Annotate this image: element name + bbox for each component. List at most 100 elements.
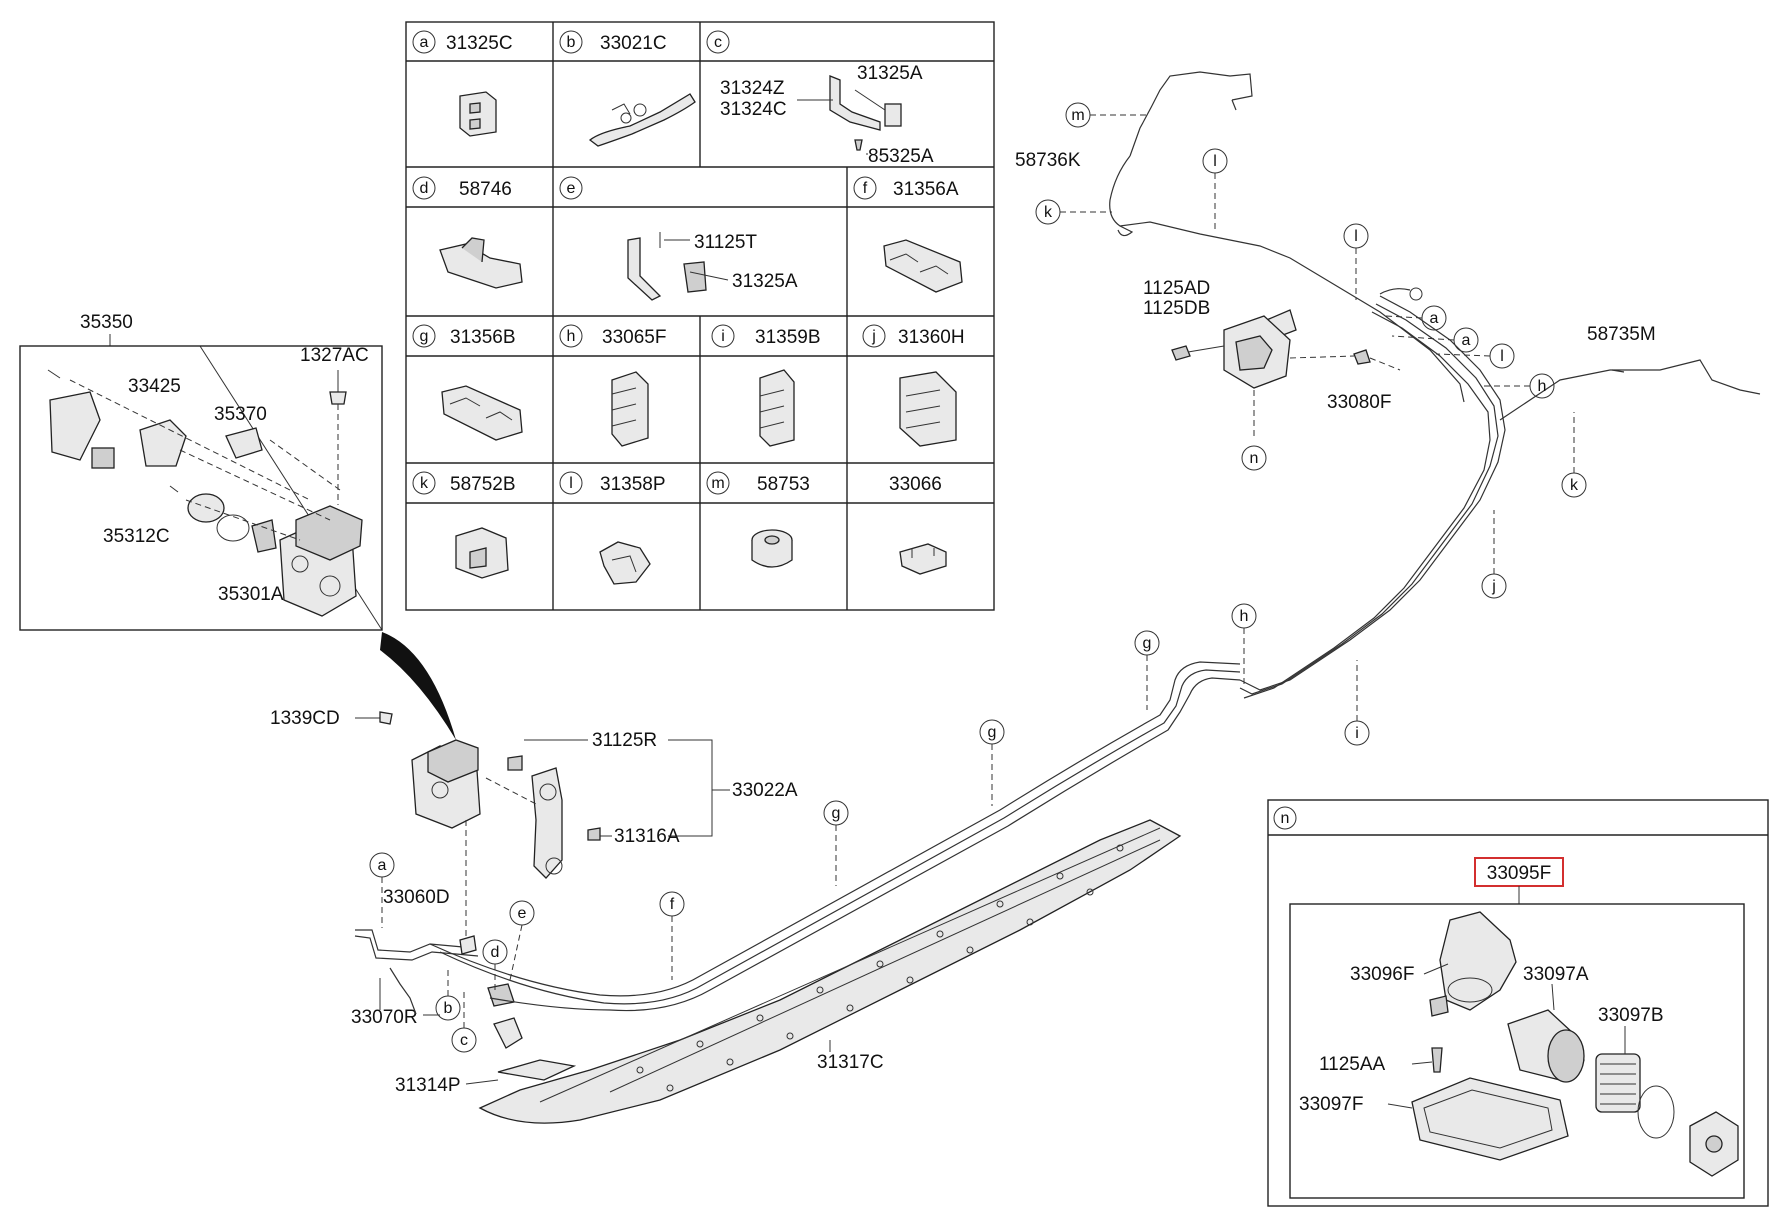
cell-letter: m (711, 475, 724, 492)
part-label-1339CD: 1339CD (270, 708, 340, 729)
cell-letter: e (567, 180, 576, 197)
clip-58752B-drawing (455, 527, 509, 579)
part-label-31325A-e: 31325A (732, 271, 798, 292)
cell-e: e (559, 176, 583, 200)
clip-reference-grid: a 31325C b 33021C c d 58746 e f 31356A (405, 21, 995, 611)
cell-part-number: 31325C (446, 33, 513, 54)
callout-a-right-2: a (1391, 327, 1479, 353)
callout-j: j (1481, 510, 1507, 599)
callout-a-right: a (1385, 305, 1447, 331)
filter-box-letter: n (1281, 810, 1290, 827)
part-label-33080F: 33080F (1327, 392, 1391, 413)
cell-part-number: 33065F (602, 327, 666, 348)
part-label-58736K: 58736K (1015, 150, 1081, 171)
callout-d-left: d (482, 939, 508, 990)
cell-part-number: 31356B (450, 327, 516, 348)
callout-n: n (1241, 445, 1267, 471)
valve-box-title: 35350 (80, 312, 133, 333)
cell-part-number: 58746 (459, 179, 512, 200)
clip-e-drawing (627, 232, 729, 301)
callout-l-right: l (1435, 343, 1515, 369)
part-label-33070R: 33070R (351, 1007, 418, 1028)
pointer-arrow (380, 632, 456, 740)
part-label-85325A: 85325A (868, 146, 934, 167)
cell-h: h 33065F (559, 324, 666, 348)
svg-text:a: a (378, 857, 387, 874)
svg-text:g: g (988, 724, 997, 741)
part-label-1327AC: 1327AC (300, 345, 369, 366)
upper-right-assembly: 58736K 58735M 1125AD 1125DB 33080F (1015, 71, 1761, 699)
svg-text:l: l (1354, 228, 1358, 245)
part-label-31324C: 31324C (720, 99, 787, 120)
cell-letter: k (420, 475, 429, 492)
proportioning-valve-box: 35350 33425 35370 35312C 35301A (19, 312, 383, 631)
part-label-35370: 35370 (214, 404, 267, 425)
callout-g-3: g (1134, 630, 1160, 710)
part-label-31125T: 31125T (694, 232, 757, 253)
callout-m: m (1065, 102, 1150, 128)
clip-31360H-drawing (899, 371, 957, 447)
cell-letter: d (420, 180, 429, 197)
part-label-35301A: 35301A (218, 584, 284, 605)
clip-58746-drawing (439, 237, 523, 289)
cell-part-number: 31358P (600, 474, 666, 495)
part-label-31325A: 31325A (857, 63, 923, 84)
cell-part-number: 58752B (450, 474, 516, 495)
callout-l-mid: l (1343, 223, 1369, 300)
cell-f: f 31356A (853, 176, 959, 200)
clip-33021C-drawing (588, 93, 696, 147)
callout-a-left: a (369, 852, 395, 928)
svg-text:a: a (1462, 332, 1471, 349)
fuel-filter-box: n 33095F 33096F 33097A 33097B 1125AA 330… (1267, 799, 1769, 1207)
clip-31356B-drawing (441, 385, 523, 441)
part-label-33022A: 33022A (732, 780, 798, 801)
svg-text:k: k (1044, 204, 1053, 221)
svg-text:l: l (1213, 153, 1217, 170)
cell-letter: i (721, 328, 725, 345)
svg-text:l: l (1500, 348, 1504, 365)
assembly-part-number: 33095F (1487, 863, 1551, 884)
callout-c-left: c (451, 990, 477, 1053)
part-label-1125AA: 1125AA (1319, 1054, 1386, 1075)
svg-text:e: e (518, 905, 527, 922)
clip-c-drawing (797, 75, 902, 155)
svg-text:d: d (491, 944, 500, 961)
cell-d: d 58746 (412, 176, 512, 200)
cell-letter: b (567, 34, 576, 51)
clip-31358P-drawing (599, 541, 651, 585)
callout-e-left: e (509, 900, 535, 981)
cell-letter: l (569, 475, 573, 492)
cell-part-number: 33021C (600, 33, 667, 54)
cell-letter: h (567, 328, 576, 345)
callout-k-right: k (1561, 412, 1587, 498)
cell-m: m 58753 (706, 471, 810, 495)
svg-text:f: f (670, 896, 675, 913)
part-label-31324Z: 31324Z (720, 78, 785, 99)
clip-58753-drawing (751, 529, 793, 568)
cell-k: k 58752B (412, 471, 516, 495)
cell-letter: g (420, 328, 429, 345)
cell-letter: c (714, 34, 722, 51)
part-label-58735M: 58735M (1587, 324, 1656, 345)
svg-text:h: h (1538, 378, 1547, 395)
svg-text:n: n (1250, 450, 1259, 467)
svg-text:h: h (1240, 608, 1249, 625)
callout-f: f (659, 891, 685, 980)
cell-part-number: 31356A (893, 179, 959, 200)
svg-text:b: b (444, 1000, 453, 1017)
clip-33066-drawing (899, 543, 947, 575)
callout-k-left: k (1035, 199, 1112, 225)
part-label-33425: 33425 (128, 376, 181, 397)
cell-33066: 33066 (889, 474, 942, 495)
part-label-33096F: 33096F (1350, 964, 1414, 985)
clip-31325C-drawing (459, 91, 497, 137)
part-label-31314P: 31314P (395, 1075, 461, 1096)
cell-l: l 31358P (559, 471, 666, 495)
part-label-33097F: 33097F (1299, 1094, 1363, 1115)
cell-part-number: 33066 (889, 474, 942, 495)
part-label-1125AD: 1125AD (1143, 278, 1210, 299)
cell-letter: j (871, 328, 876, 345)
svg-text:i: i (1355, 725, 1359, 742)
clip-33065F-drawing (611, 371, 649, 447)
